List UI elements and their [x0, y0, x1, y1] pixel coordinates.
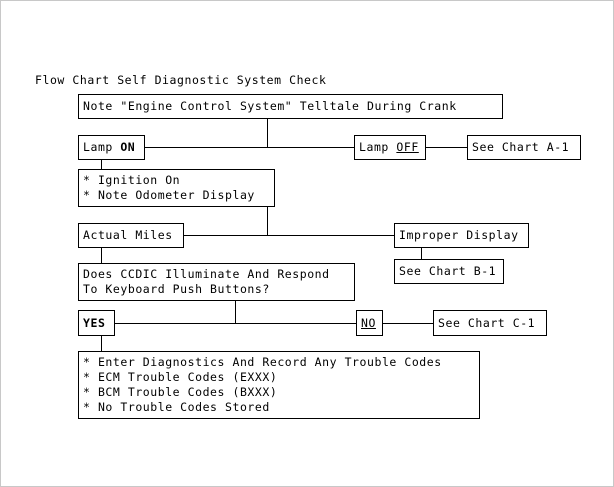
- box-does-ccdic-line1: Does CCDIC Illuminate And Respond: [83, 267, 330, 281]
- box-lamp-on[interactable]: Lamp ON: [78, 135, 145, 160]
- box-note-telltale[interactable]: Note "Engine Control System" Telltale Du…: [78, 94, 503, 119]
- connector-miles-bus: [184, 235, 395, 236]
- box-improper-display-line1: Improper Display: [399, 228, 519, 242]
- box-improper-display[interactable]: Improper Display: [394, 223, 529, 248]
- box-see-chart-b1[interactable]: See Chart B-1: [394, 259, 504, 284]
- box-lamp-off[interactable]: Lamp OFF: [354, 135, 426, 160]
- box-trouble-codes-line2: * ECM Trouble Codes (EXXX): [83, 370, 278, 384]
- box-actual-miles-line1: Actual Miles: [83, 228, 173, 242]
- box-note-telltale-line1: Note "Engine Control System" Telltale Du…: [83, 99, 457, 113]
- lamp-off-prefix: Lamp: [359, 140, 397, 154]
- box-trouble-codes-line1: * Enter Diagnostics And Record Any Troub…: [83, 355, 442, 369]
- connector-lampon-down: [101, 160, 102, 170]
- connector-note-down: [267, 119, 268, 148]
- connector-ignition-down: [267, 207, 268, 236]
- lamp-off-emphasis: OFF: [396, 140, 419, 154]
- connector-no-to-chart-c1: [383, 323, 434, 324]
- box-ignition-line2: * Note Odometer Display: [83, 188, 255, 202]
- box-no[interactable]: NO: [356, 310, 383, 336]
- box-lamp-off-text: Lamp OFF: [355, 140, 425, 155]
- connector-yesno-bus: [115, 323, 357, 324]
- lamp-on-emphasis: ON: [120, 140, 136, 154]
- box-trouble-codes-line4: * No Trouble Codes Stored: [83, 400, 270, 414]
- box-see-chart-a1[interactable]: See Chart A-1: [467, 135, 581, 160]
- box-ignition-odometer[interactable]: * Ignition On * Note Odometer Display: [78, 169, 275, 207]
- box-lamp-on-text: Lamp ON: [79, 140, 144, 155]
- connector-ccdic-down: [235, 301, 236, 323]
- box-actual-miles[interactable]: Actual Miles: [78, 223, 184, 248]
- connector-improper-down: [421, 248, 422, 260]
- box-does-ccdic[interactable]: Does CCDIC Illuminate And Respond To Key…: [78, 263, 355, 301]
- connector-lamp-bus: [145, 147, 355, 148]
- box-see-chart-c1[interactable]: See Chart C-1: [433, 310, 547, 336]
- connector-yes-down: [101, 336, 102, 352]
- page-title: Flow Chart Self Diagnostic System Check: [35, 73, 327, 87]
- box-ignition-line1: * Ignition On: [83, 173, 181, 187]
- box-does-ccdic-line2: To Keyboard Push Buttons?: [83, 282, 270, 296]
- connector-lampoff-to-chart-a1: [426, 147, 468, 148]
- box-trouble-codes[interactable]: * Enter Diagnostics And Record Any Troub…: [78, 351, 480, 419]
- box-trouble-codes-line3: * BCM Trouble Codes (BXXX): [83, 385, 278, 399]
- box-yes-label: YES: [83, 315, 106, 330]
- box-see-chart-b1-line1: See Chart B-1: [399, 264, 497, 278]
- box-see-chart-c1-line1: See Chart C-1: [438, 315, 536, 330]
- box-no-label: NO: [361, 315, 376, 330]
- lamp-on-prefix: Lamp: [83, 140, 121, 154]
- box-see-chart-a1-line1: See Chart A-1: [472, 140, 570, 154]
- box-yes[interactable]: YES: [78, 310, 115, 336]
- connector-miles-down: [101, 248, 102, 264]
